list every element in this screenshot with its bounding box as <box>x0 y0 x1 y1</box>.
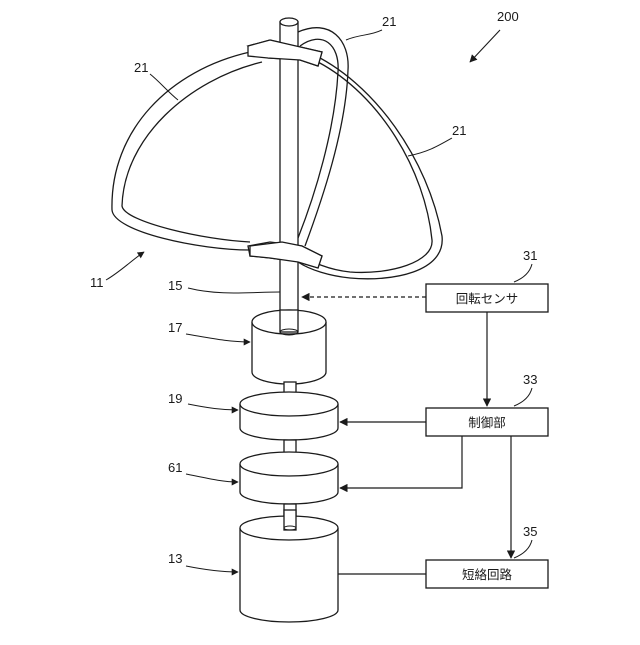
short-circuit-box: 短絡回路 <box>426 560 548 588</box>
ref-33: 33 <box>523 372 537 387</box>
ref-21-top: 21 <box>382 14 396 29</box>
ref-31: 31 <box>523 248 537 263</box>
ref-13: 13 <box>168 551 182 566</box>
ref-200: 200 <box>497 9 519 24</box>
ref-11: 11 <box>90 275 104 290</box>
ref-19: 19 <box>168 391 182 406</box>
rotor-11 <box>112 28 442 279</box>
blade-right <box>300 62 432 272</box>
sensor-box: 回転センサ <box>426 284 548 312</box>
ref-61: 61 <box>168 460 182 475</box>
generator-13 <box>240 510 338 622</box>
ref-15: 15 <box>168 278 182 293</box>
blade-left <box>112 52 250 250</box>
unit-19 <box>240 392 338 440</box>
short-circuit-box-label: 短絡回路 <box>462 567 513 582</box>
unit-17 <box>252 310 326 384</box>
control-box-label: 制御部 <box>468 415 506 430</box>
ref-21-left: 21 <box>134 60 148 75</box>
control-box: 制御部 <box>426 408 548 436</box>
shaft-15 <box>248 18 322 332</box>
unit-61 <box>240 452 338 504</box>
ref-35: 35 <box>523 524 537 539</box>
ref-21-right: 21 <box>452 123 466 138</box>
ref-17: 17 <box>168 320 182 335</box>
sensor-box-label: 回転センサ <box>456 292 519 306</box>
